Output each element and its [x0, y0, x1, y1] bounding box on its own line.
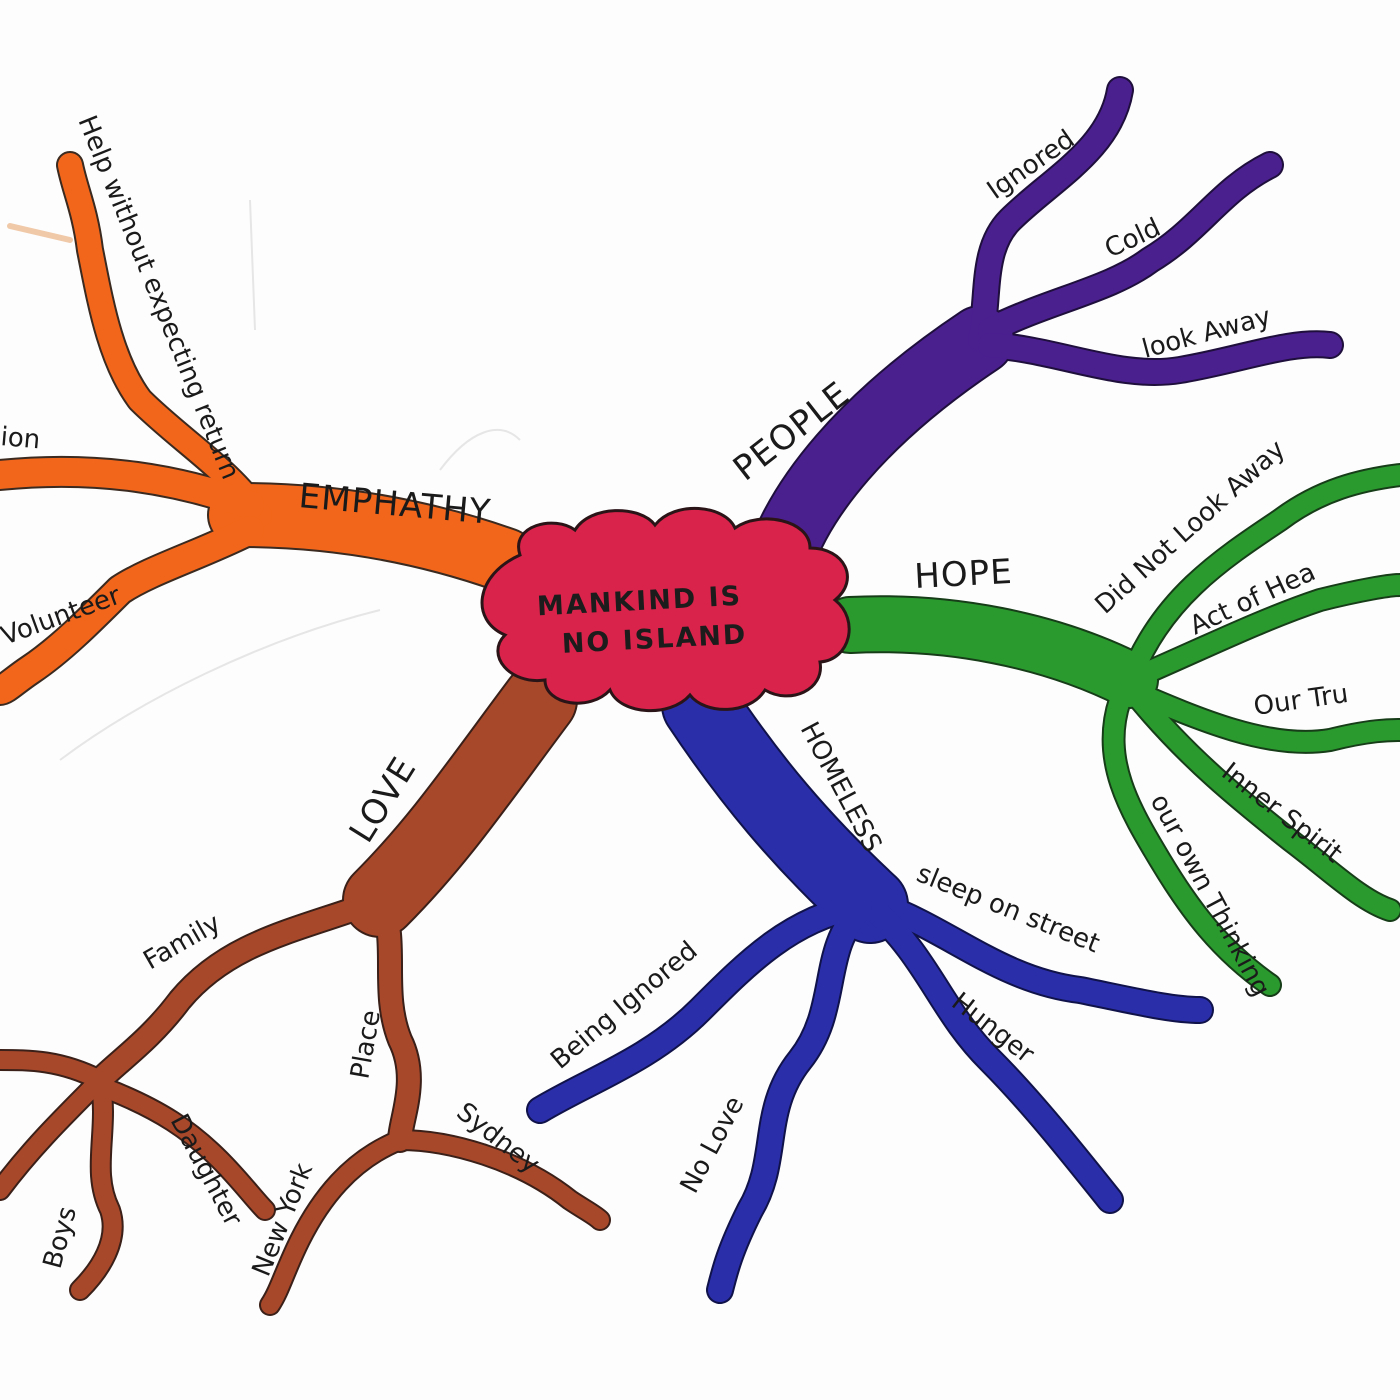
pencil-sketch-marks — [59, 199, 521, 761]
branch-empathy — [0, 151, 538, 706]
pencil-smudge — [7, 223, 73, 243]
label-our-tru: Our Tru — [1252, 679, 1350, 722]
branch-homeless — [526, 666, 1214, 1304]
label-hope: HOPE — [913, 552, 1013, 597]
center-node: MANKIND IS NO ISLAND — [480, 506, 851, 713]
branch-love — [0, 662, 611, 1316]
label-boys: Boys — [38, 1203, 83, 1271]
branch-hope — [821, 463, 1400, 997]
label-ion: ion — [0, 422, 41, 455]
label-place: Place — [345, 1008, 387, 1081]
label-no-love: No Love — [675, 1092, 751, 1199]
label-inner-spirit: Inner Spirit — [1216, 757, 1348, 869]
center-cloud — [480, 506, 851, 713]
